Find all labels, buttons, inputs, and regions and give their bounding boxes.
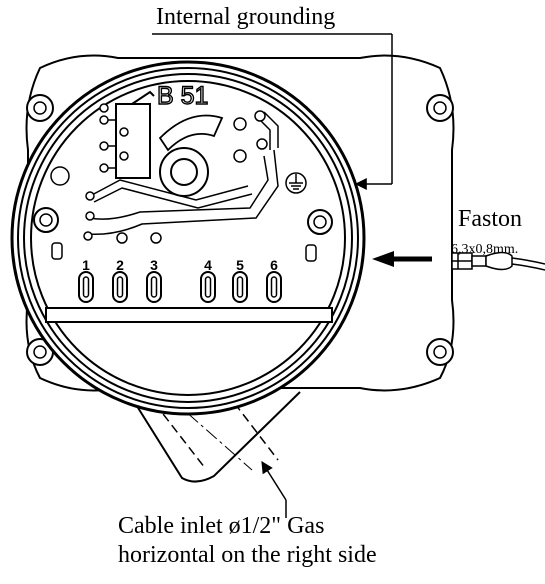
terminal-2: 2 [112,257,128,303]
faston-connector-icon [451,251,545,271]
earth-ground-icon [285,172,307,194]
mounting-hole-top-right [426,94,454,122]
terminals: 1 2 3 4 5 6 [78,257,282,303]
internal-grounding-label: Internal grounding [156,4,336,30]
mounting-hole-bottom-right [426,338,454,366]
central-hub [159,147,209,197]
clip-left [51,242,63,260]
cable-inlet-line-1: Cable inlet ø1/2" Gas [118,513,325,539]
clip-right [305,244,317,262]
terminal-5: 5 [232,257,248,303]
terminal-4: 4 [200,257,216,303]
terminal-number: 6 [270,257,278,273]
terminal-1: 1 [78,257,94,303]
terminal-3: 3 [146,257,162,303]
circuit-traces [87,111,279,236]
screw-boss-right [307,209,333,235]
cable-inlet-leader [261,460,287,518]
terminal-number: 4 [204,257,212,273]
cable-inlet-line-2: horizontal on the right side [118,542,377,568]
microswitch [115,90,155,179]
grounding-leader [152,33,393,190]
terminal-blade [150,276,158,298]
terminal-blade [204,276,212,298]
terminal-6: 6 [266,257,282,303]
cable-inlet-label: Cable inlet ø1/2" Gas horizontal on the … [118,512,377,570]
housing-ring-2 [17,67,359,409]
terminal-blade [116,276,124,298]
terminal-blade [82,276,90,298]
terminal-number: 5 [236,257,244,273]
mounting-hole-bottom-left [26,338,54,366]
board-hole [50,166,70,186]
cam-slot [158,114,224,152]
terminal-number: 1 [82,257,90,273]
housing-ring-3 [23,73,353,403]
arrow-left-icon [372,251,432,267]
mounting-hole-top-left [26,94,54,122]
terminal-blade [270,276,278,298]
board-contacts [83,103,268,244]
screw-boss-left [33,207,59,233]
model-label: B 51 [157,82,208,110]
faston-label: Faston [458,206,523,232]
faston-size-label: 6,3x0,8mm. [451,242,519,257]
terminal-number: 3 [150,257,158,273]
terminal-strip [45,307,333,323]
terminal-blade [236,276,244,298]
terminal-number: 2 [116,257,124,273]
